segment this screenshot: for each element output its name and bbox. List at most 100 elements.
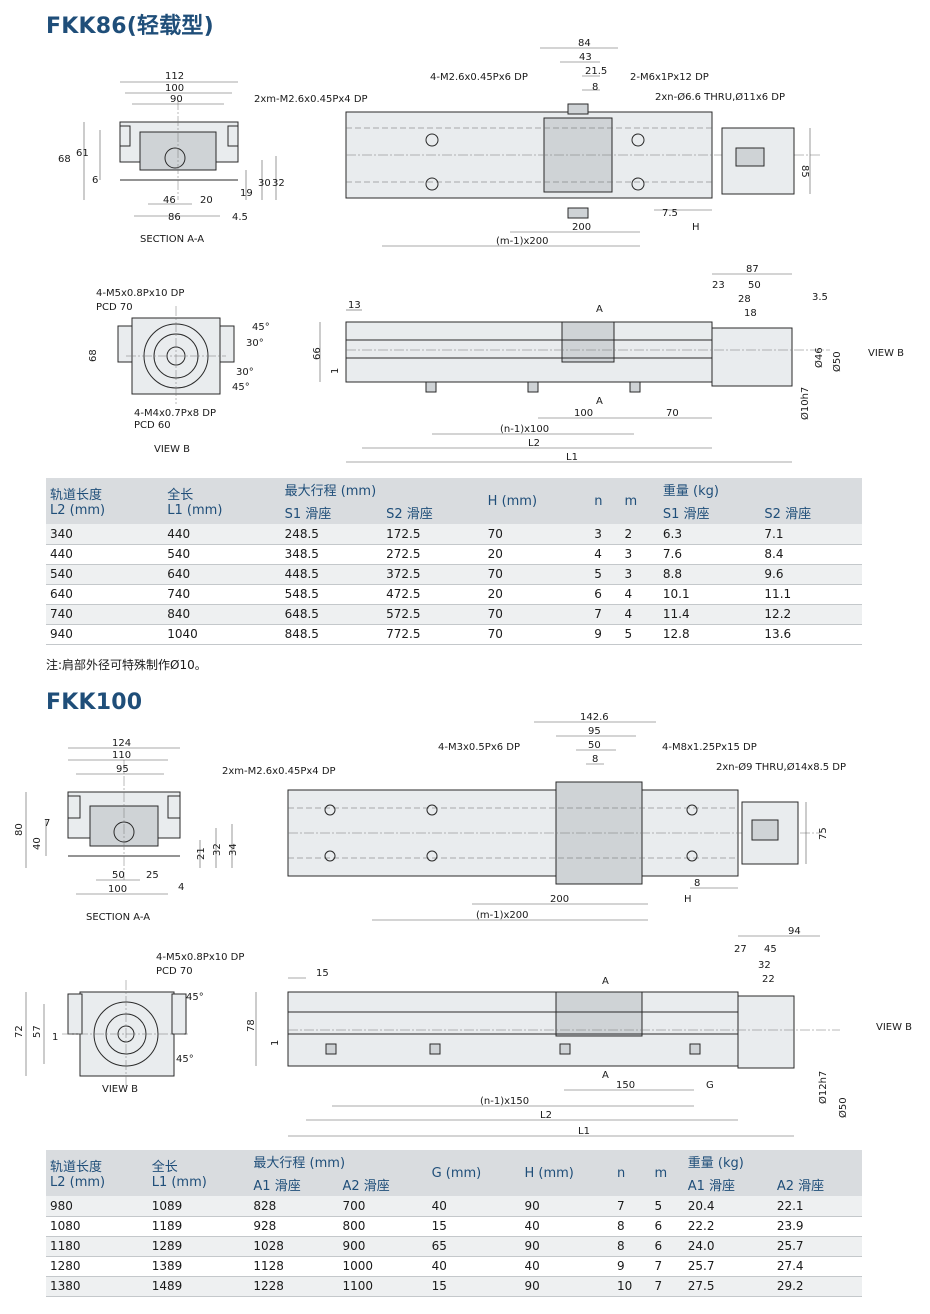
dim-57: 57 <box>32 1025 43 1038</box>
label-m4: 4-M4x0.7Px8 DP <box>134 408 216 419</box>
table-cell: 27.5 <box>683 1276 773 1296</box>
dim-1: 1 <box>330 368 341 374</box>
dim-l2: L2 <box>528 438 540 449</box>
table-cell: 12.8 <box>658 624 761 644</box>
table-cell: 40 <box>427 1256 521 1276</box>
table-cell: 9 <box>590 624 621 644</box>
label-pcd60: PCD 60 <box>134 420 171 431</box>
angle-45: 45° <box>252 322 270 333</box>
label-d12: Ø12h7 <box>817 1071 829 1104</box>
table-cell: 4 <box>620 604 659 624</box>
table-cell: 7.1 <box>760 524 862 544</box>
col2-stroke-a2: A2 滑座 <box>338 1173 428 1196</box>
table-cell: 372.5 <box>382 564 484 584</box>
fkk100-side-view: 15 78 1 94 27 45 32 22 Ø12h7 Ø50 VIEW B … <box>246 926 912 1137</box>
dim-150: 150 <box>616 1080 635 1091</box>
fkk100-spec-table: 轨道长度 L2 (mm) 全长 L1 (mm) 最大行程 (mm) G (mm)… <box>46 1150 862 1297</box>
table-cell: 90 <box>520 1276 613 1296</box>
dim-l1: L1 <box>566 452 578 463</box>
dim-h-2: H <box>684 894 692 905</box>
table-cell: 23.9 <box>772 1216 862 1236</box>
table-cell: 1040 <box>163 624 281 644</box>
table-cell: 840 <box>163 604 281 624</box>
table-cell: 70 <box>483 524 591 544</box>
table-cell: 1128 <box>249 1256 339 1276</box>
dim-l1-2: L1 <box>578 1126 590 1137</box>
col-weight-s1: S1 滑座 <box>658 501 761 524</box>
table-cell: 740 <box>163 584 281 604</box>
table-cell: 1028 <box>249 1236 339 1256</box>
label-a-bot-2: A <box>602 1070 609 1081</box>
dim-32-s: 32 <box>758 960 771 971</box>
col2-l2: 轨道长度 L2 (mm) <box>46 1150 148 1196</box>
table-cell: 1089 <box>147 1196 250 1216</box>
fkk86-title: FKK86(轻载型) <box>46 14 214 39</box>
col2-weight-a2: A2 滑座 <box>772 1173 862 1196</box>
label-tap1: 2xm-M2.6x0.45Px4 DP <box>254 94 368 105</box>
col2-weight: 重量 (kg) <box>683 1150 862 1173</box>
col2-n: n <box>612 1150 651 1196</box>
col2-weight-a1: A1 滑座 <box>683 1173 773 1196</box>
table-cell: 340 <box>46 524 164 544</box>
col-l1: 全长 L1 (mm) <box>163 478 281 524</box>
table-cell: 1100 <box>338 1276 428 1296</box>
dim-28: 28 <box>738 294 751 305</box>
table-cell: 472.5 <box>382 584 484 604</box>
dim-32: 32 <box>272 178 285 189</box>
table-cell: 70 <box>483 564 591 584</box>
table-cell: 1189 <box>147 1216 250 1236</box>
table-cell: 7.6 <box>658 544 761 564</box>
label-tap1-2: 2xm-M2.6x0.45Px4 DP <box>222 766 336 777</box>
table-cell: 3 <box>590 524 621 544</box>
table-cell: 272.5 <box>382 544 484 564</box>
dim-200: 200 <box>572 222 591 233</box>
table-cell: 3 <box>620 564 659 584</box>
table-cell: 24.0 <box>683 1236 773 1256</box>
label-a-bot: A <box>596 396 603 407</box>
dim-45: 45 <box>764 944 777 955</box>
angle-45b: 45° <box>232 382 250 393</box>
fkk100-view-b: 72 57 1 45° 45° 4-M5x0.8Px10 DP PCD 70 V… <box>14 952 244 1095</box>
dim-72: 72 <box>14 1025 25 1038</box>
dim-4-5: 4.5 <box>232 212 248 223</box>
dim-8-t: 8 <box>592 754 598 765</box>
table-cell: 6 <box>650 1236 684 1256</box>
label-tap2-2: 4-M3x0.5Px6 DP <box>438 742 520 753</box>
table-cell: 980 <box>46 1196 148 1216</box>
col2-g: G (mm) <box>427 1150 521 1196</box>
table-cell: 1289 <box>147 1236 250 1256</box>
table-cell: 1080 <box>46 1216 148 1236</box>
label-a-top: A <box>596 304 603 315</box>
col-l2: 轨道长度 L2 (mm) <box>46 478 164 524</box>
dim-75: 75 <box>818 827 829 840</box>
table-cell: 940 <box>46 624 164 644</box>
table-cell: 640 <box>163 564 281 584</box>
label-view-b-3: VIEW B <box>102 1084 138 1095</box>
dim-50: 50 <box>112 870 125 881</box>
dim-95-t: 95 <box>588 726 601 737</box>
dim-100-s: 100 <box>574 408 593 419</box>
table-cell: 90 <box>520 1196 613 1216</box>
dim-h: H <box>692 222 700 233</box>
dim-34: 34 <box>228 843 239 856</box>
dim-40: 40 <box>32 837 43 850</box>
dim-1-b: 1 <box>52 1032 58 1043</box>
dim-94: 94 <box>788 926 801 937</box>
table-cell: 1228 <box>249 1276 339 1296</box>
dim-25: 25 <box>146 870 159 881</box>
table-cell: 928 <box>249 1216 339 1236</box>
dim-23: 23 <box>712 280 725 291</box>
dim-30: 30 <box>258 178 271 189</box>
dim-68: 68 <box>58 154 71 165</box>
table-cell: 70 <box>483 624 591 644</box>
table-cell: 772.5 <box>382 624 484 644</box>
table-cell: 27.4 <box>772 1256 862 1276</box>
table-cell: 6 <box>590 584 621 604</box>
label-d50-2: Ø50 <box>837 1097 849 1118</box>
